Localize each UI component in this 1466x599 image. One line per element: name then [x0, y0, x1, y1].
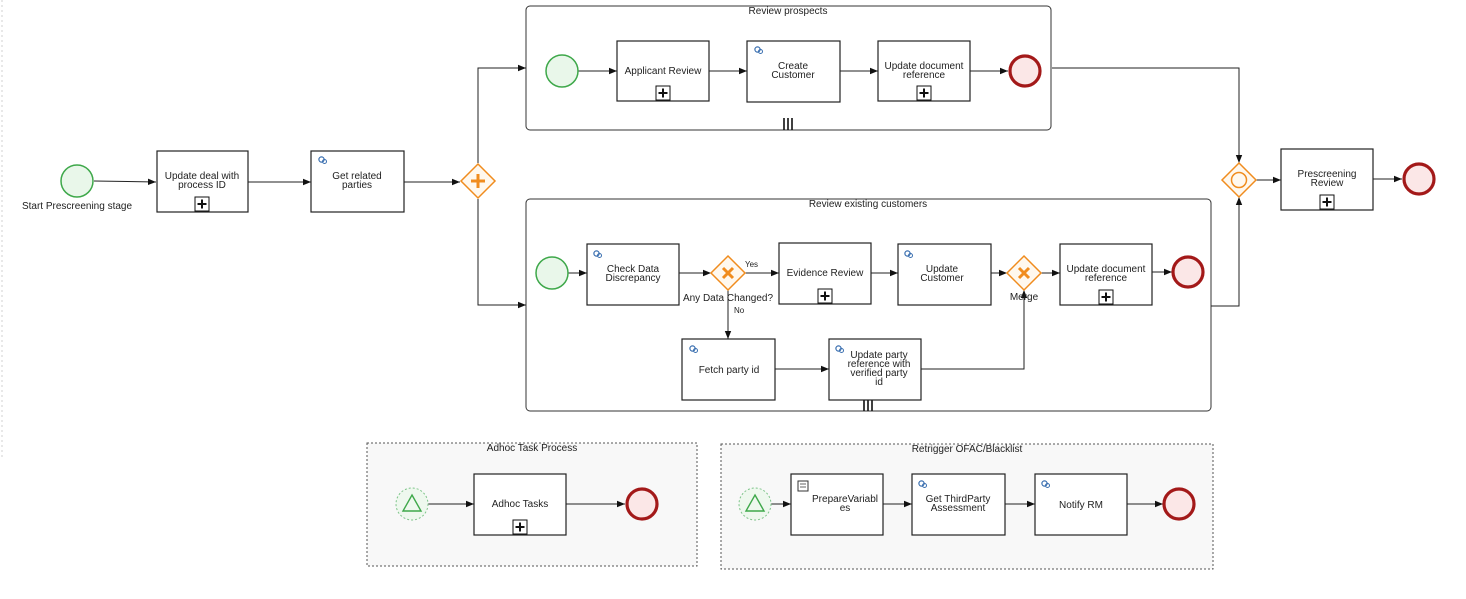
- task-applicant-review[interactable]: Applicant Review: [616, 40, 710, 102]
- triangle-icon: [744, 493, 766, 512]
- end-event-retrigger[interactable]: [1162, 487, 1196, 521]
- plus-marker-icon: [655, 85, 671, 101]
- task-notify-rm[interactable]: Notify RM: [1034, 473, 1128, 536]
- x-icon: [1017, 266, 1031, 280]
- event-gateway-join[interactable]: [1220, 161, 1258, 199]
- start-event-prescreening[interactable]: [60, 164, 94, 198]
- gateway-label-merge: Merge: [1010, 292, 1039, 303]
- flow-label-no: No: [734, 306, 745, 315]
- parallel-gateway-split[interactable]: [459, 162, 497, 200]
- plus-marker-icon: [1319, 194, 1335, 210]
- container-title-adhoc: Adhoc Task Process: [487, 443, 577, 454]
- start-event-label: Start Prescreening stage: [22, 201, 132, 212]
- plus-marker-icon: [817, 288, 833, 304]
- flow-label-yes: Yes: [745, 260, 758, 269]
- script-icon: [797, 480, 809, 492]
- task-evidence-review[interactable]: Evidence Review: [778, 242, 872, 305]
- container-title-retrigger: Retrigger OFAC/Blacklist: [912, 444, 1023, 455]
- triangle-icon: [401, 493, 423, 512]
- plus-marker-icon: [916, 85, 932, 101]
- plus-marker-icon: [1098, 289, 1114, 305]
- signal-start-event-retrigger[interactable]: [738, 487, 772, 521]
- exclusive-gateway-any-data-changed[interactable]: [709, 254, 747, 292]
- task-adhoc-tasks[interactable]: Adhoc Tasks: [473, 473, 567, 536]
- task-label: Applicant Review: [625, 66, 702, 77]
- plus-marker-icon: [194, 196, 210, 212]
- plus-icon: [471, 174, 485, 188]
- task-label: Notify RM: [1059, 500, 1103, 511]
- x-icon: [721, 266, 735, 280]
- signal-start-event-adhoc[interactable]: [395, 487, 429, 521]
- end-event-adhoc[interactable]: [625, 487, 659, 521]
- task-label: Fetch party id: [699, 365, 760, 376]
- task-label: Evidence Review: [787, 268, 864, 279]
- gateway-label-any-data-changed: Any Data Changed?: [683, 293, 774, 304]
- exclusive-gateway-merge[interactable]: [1005, 254, 1043, 292]
- start-event-prospects[interactable]: [545, 54, 579, 88]
- plus-marker-icon: [512, 519, 528, 535]
- container-title-review-prospects: Review prospects: [749, 6, 828, 17]
- task-fetch-party-id[interactable]: Fetch party id: [681, 338, 776, 401]
- end-event-existing[interactable]: [1171, 255, 1205, 289]
- container-title-review-existing: Review existing customers: [809, 199, 927, 210]
- start-event-existing[interactable]: [535, 256, 569, 290]
- end-event-main[interactable]: [1402, 162, 1436, 196]
- circle-icon: [1230, 171, 1248, 189]
- end-event-prospects[interactable]: [1008, 54, 1042, 88]
- task-label: Adhoc Tasks: [492, 499, 549, 510]
- sequence-flows: [93, 64, 1402, 508]
